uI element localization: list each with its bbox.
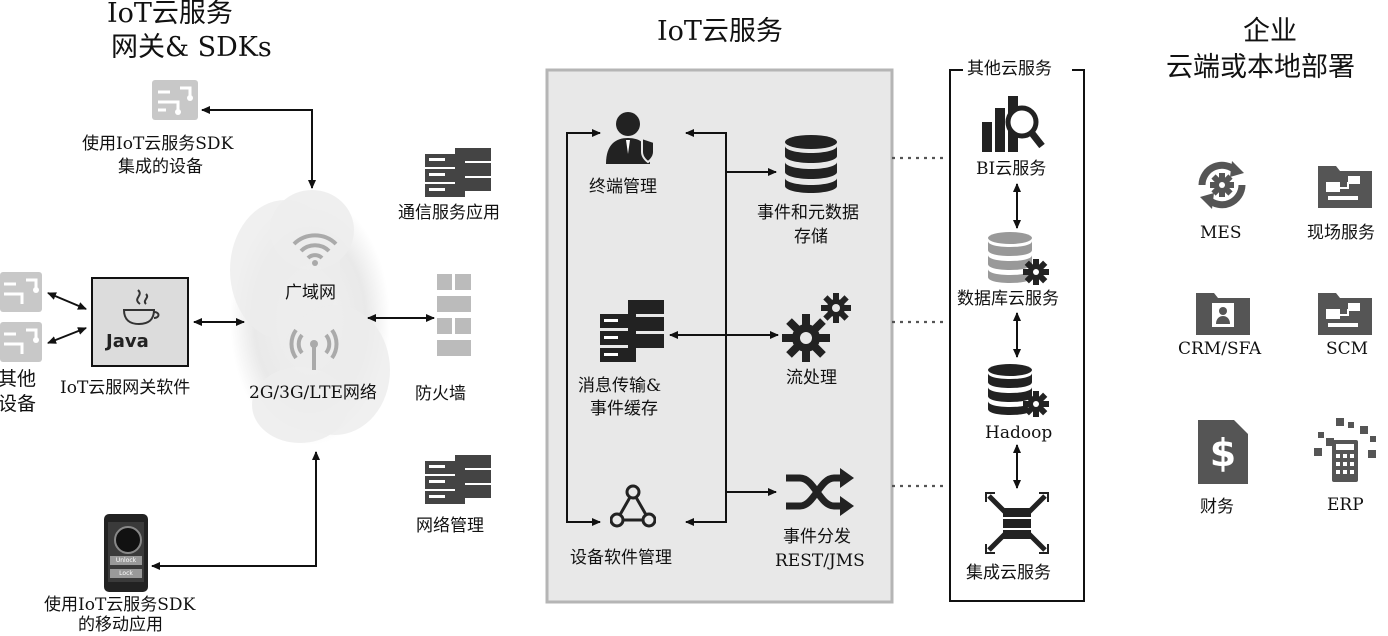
msg-label-line2: 事件缓存 xyxy=(590,399,658,419)
message-server-icon xyxy=(600,300,664,362)
device-sw-mgmt-label: 设备软件管理 xyxy=(570,548,672,568)
cellular-network-label: 2G/3G/LTE网络 xyxy=(249,383,377,403)
mes-cycle-icon xyxy=(1198,161,1246,209)
other-device-chip-icon xyxy=(0,322,42,362)
phone-unlock-button: Unlock xyxy=(110,556,142,565)
crm-folder-icon xyxy=(1196,293,1250,335)
scm-folder-icon xyxy=(1318,293,1372,335)
gateway-software-label: IoT云服网关软件 xyxy=(60,378,191,398)
svg-text:$: $ xyxy=(1210,431,1236,475)
comm-app-label: 通信服务应用 xyxy=(398,203,500,223)
crm-label: CRM/SFA xyxy=(1178,339,1262,359)
other-device-chip-icon xyxy=(0,272,42,312)
field-service-label: 现场服务 xyxy=(1307,223,1375,243)
net-mgmt-label: 网络管理 xyxy=(416,516,484,536)
database-gear-icon xyxy=(988,232,1049,285)
gateway-sdk-title-line2: 网关& SDKs xyxy=(111,32,272,63)
database-icon xyxy=(785,135,837,193)
admin-user-icon xyxy=(606,112,655,164)
iot-cloud-title: IoT云服务 xyxy=(657,16,783,47)
enterprise-title-line2: 云端或本地部署 xyxy=(1166,52,1355,83)
dollar-doc-icon: $ xyxy=(1198,420,1248,484)
other-cloud-frame xyxy=(949,69,1085,602)
server-stack-icon xyxy=(425,148,491,197)
phone-lock-button: Lock xyxy=(110,569,142,578)
wifi-icon xyxy=(292,233,338,266)
java-logo-icon xyxy=(122,289,160,326)
dispatch-label-line1: 事件分发 xyxy=(783,527,851,547)
mobile-app-label-line1: 使用IoT云服务SDK xyxy=(44,595,196,615)
storage-label-line1: 事件和元数据 xyxy=(757,203,859,223)
hadoop-database-icon xyxy=(988,364,1049,417)
erp-grid-icon xyxy=(1314,418,1376,482)
firewall-label: 防火墙 xyxy=(415,384,466,404)
server-stack-icon xyxy=(425,455,491,504)
erp-label: ERP xyxy=(1327,495,1364,515)
gateway-sdk-title-line1: IoT云服务 xyxy=(107,0,233,29)
firewall-icon xyxy=(437,274,471,356)
sdk-device-label-line2: 集成的设备 xyxy=(118,157,203,177)
terminal-mgmt-label: 终端管理 xyxy=(589,177,657,197)
cell-tower-icon xyxy=(289,328,339,370)
storage-label-line2: 存储 xyxy=(794,227,828,247)
msg-label-line1: 消息传输& xyxy=(578,376,662,396)
db-cloud-label: 数据库云服务 xyxy=(957,289,1059,309)
hadoop-label: Hadoop xyxy=(985,423,1053,443)
shuffle-icon xyxy=(786,468,854,516)
finance-label: 财务 xyxy=(1200,497,1234,517)
other-device-label-line1: 其他 xyxy=(0,368,37,390)
integration-label: 集成云服务 xyxy=(966,563,1051,583)
other-cloud-title: 其他云服务 xyxy=(965,58,1054,81)
integration-icon xyxy=(985,492,1049,554)
stream-label: 流处理 xyxy=(786,368,837,388)
sdk-device-label-line1: 使用IoT云服务SDK xyxy=(82,134,234,154)
mes-label: MES xyxy=(1200,223,1242,243)
field-service-folder-icon xyxy=(1318,166,1372,208)
chip-device-icon xyxy=(152,80,198,120)
wan-label: 广域网 xyxy=(285,283,336,303)
mobile-app-label-line2: 的移动应用 xyxy=(78,615,163,635)
scm-label: SCM xyxy=(1326,339,1369,359)
enterprise-title-line1: 企业 xyxy=(1243,16,1297,47)
gears-icon xyxy=(782,293,851,362)
network-node-icon xyxy=(610,484,656,528)
bi-analytics-icon xyxy=(982,96,1045,152)
bi-label: BI云服务 xyxy=(976,159,1047,179)
java-logo-text: Java xyxy=(106,331,149,352)
cloud-shape xyxy=(230,190,390,445)
dispatch-label-line2: REST/JMS xyxy=(775,551,865,571)
mobile-phone-icon: Unlock Lock xyxy=(104,514,148,592)
other-device-label-line2: 设备 xyxy=(0,393,37,415)
